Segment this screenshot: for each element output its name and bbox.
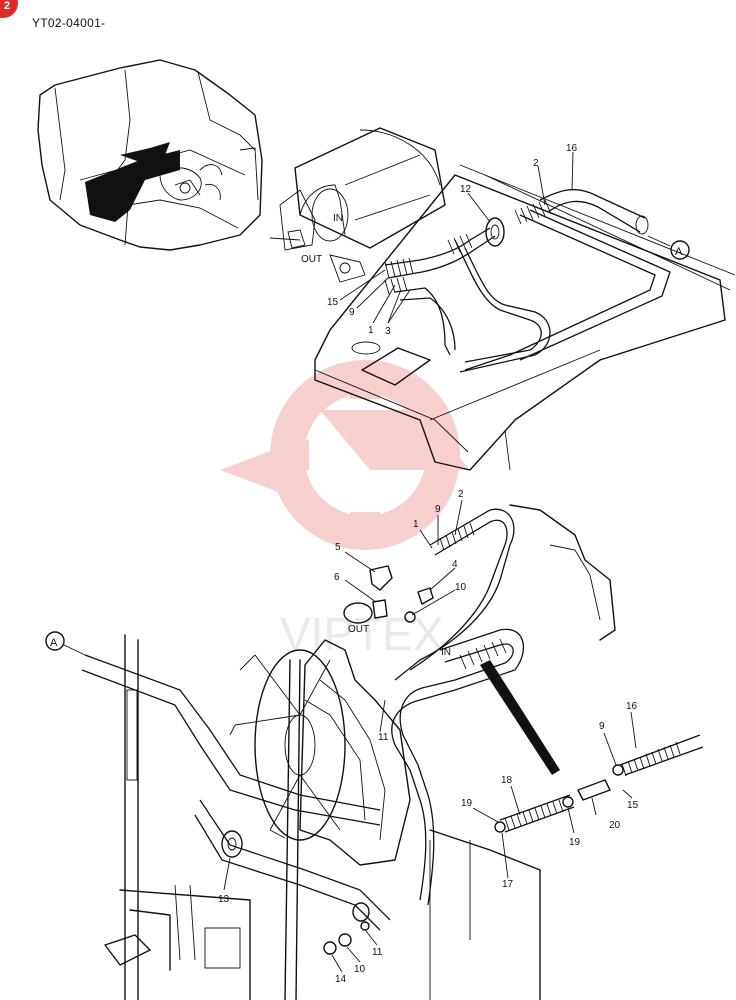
callout-10: 10 [455, 582, 467, 593]
upper-ref-marker: A [675, 246, 683, 258]
callout-19: 19 [461, 798, 473, 809]
callout-18: 18 [501, 775, 513, 786]
callout-3: 3 [385, 326, 391, 337]
callout-1: 1 [368, 325, 374, 336]
callout-10: 10 [354, 964, 366, 975]
callout-1: 1 [413, 519, 419, 530]
upper-in-label: IN [333, 213, 343, 224]
callout-5: 5 [335, 542, 341, 553]
callout-11: 11 [372, 947, 383, 958]
callout-15: 15 [627, 800, 639, 811]
callout-12: 12 [460, 184, 472, 195]
callout-11: 11 [378, 732, 389, 743]
upper-out-label: OUT [301, 254, 322, 265]
callout-2: 2 [533, 158, 539, 169]
callout-2: 2 [458, 489, 464, 500]
callout-13: 13 [218, 894, 230, 905]
callout-16: 16 [566, 143, 578, 154]
callout-9: 9 [435, 504, 441, 515]
detail-arrow [480, 660, 560, 775]
callout-19: 19 [569, 837, 581, 848]
document-code: YT02-04001- [32, 16, 106, 30]
callout-16: 16 [626, 701, 638, 712]
callout-17: 17 [502, 879, 514, 890]
lower-in-label: IN [441, 647, 451, 658]
lower-ref-marker-circle [45, 631, 65, 651]
callout-9: 9 [349, 307, 355, 318]
upper-assembly: IN OUT A 16 2 12 15 9 1 3 [269, 127, 736, 471]
callout-6: 6 [334, 572, 340, 583]
callout-4: 4 [452, 559, 458, 570]
upper-ref-marker-circle [670, 240, 690, 260]
machine-overview [37, 59, 263, 251]
lower-ref-marker: A [50, 637, 58, 649]
page-badge: 2 [0, 0, 18, 18]
lower-out-label: OUT [348, 624, 369, 635]
callout-20: 20 [609, 820, 621, 831]
callout-14: 14 [335, 974, 347, 985]
callout-15: 15 [327, 297, 339, 308]
lower-assembly: OUT IN A [45, 489, 704, 1000]
watermark-logo: VIPTEX [220, 360, 470, 660]
callout-9: 9 [599, 721, 605, 732]
